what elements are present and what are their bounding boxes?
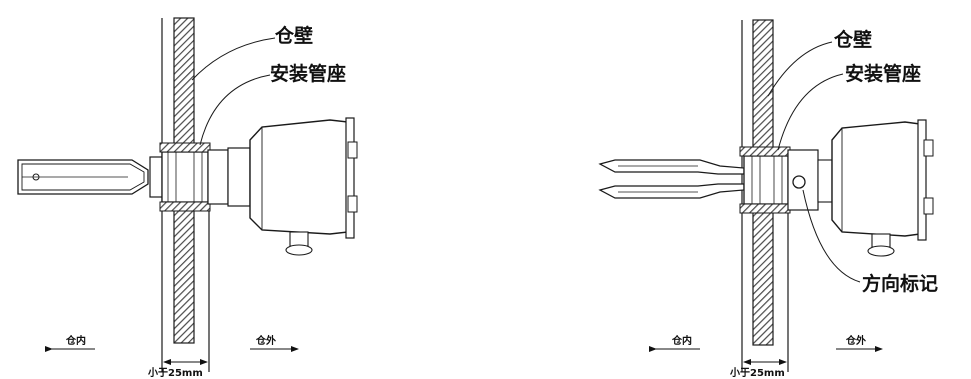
right-direction-leader: [802, 189, 861, 283]
right-thickness-label: 小于25mm: [729, 366, 785, 379]
left-outside-label: 仓外: [255, 334, 276, 347]
left-socket-leader: [199, 74, 271, 146]
right-housing: [831, 119, 934, 257]
right-wall-label: 仓壁: [833, 28, 872, 51]
right-direction-label: 方向标记: [862, 272, 938, 295]
left-wall-leader: [191, 37, 276, 81]
left-socket-label: 安装管座: [270, 62, 346, 85]
left-wall-label: 仓壁: [274, 24, 313, 47]
right-wall-leader: [767, 41, 833, 97]
left-thickness-label: 小于25mm: [147, 366, 203, 379]
right-mounting-socket: [739, 146, 833, 214]
left-housing: [249, 117, 358, 256]
right-socket-leader: [777, 73, 844, 151]
right-socket-label: 安装管座: [845, 62, 921, 85]
right-inside-label: 仓内: [671, 334, 692, 347]
right-direction-mark: [792, 175, 806, 189]
right-outside-label: 仓外: [845, 334, 866, 347]
left-mounting-socket: [149, 142, 251, 212]
left-diagram: 仓壁 安装管座 仓内 仓外 小于25mm: [17, 17, 358, 379]
right-diagram: 仓壁 安装管座 方向标记 仓内 仓外 小于25mm: [598, 19, 938, 379]
left-probe-rod: [17, 159, 149, 195]
right-fork-prongs: [598, 159, 745, 199]
left-inside-label: 仓内: [65, 334, 86, 347]
